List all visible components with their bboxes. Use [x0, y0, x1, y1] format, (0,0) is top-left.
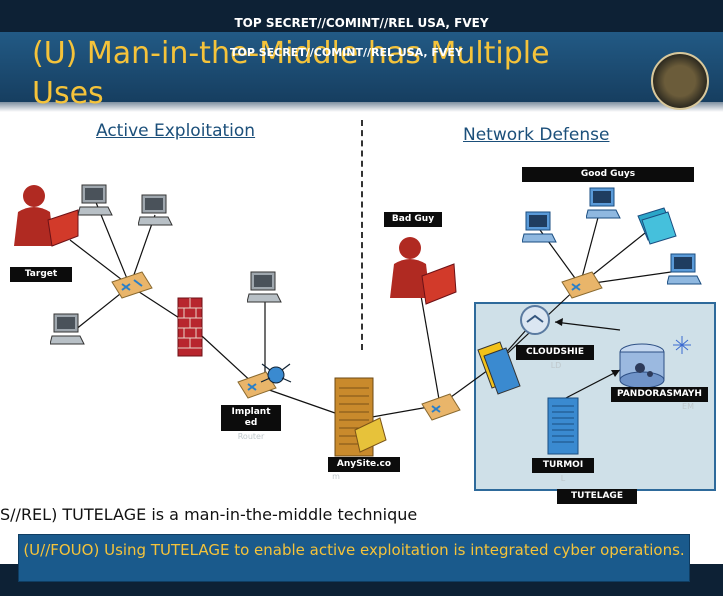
bottom-banner: (U//FOUO) Using TUTELAGE to enable activ…	[18, 534, 690, 582]
anysite-label: AnySite.co	[328, 457, 400, 472]
link-target-switch	[69, 239, 131, 287]
computer-icon	[247, 271, 282, 303]
turmoil-label: TURMOI	[532, 458, 594, 473]
slide-title: (U) Man-in-the-Middle has Multiple Uses	[32, 36, 550, 111]
agency-seal-icon	[651, 52, 709, 110]
bad-guy-label: Bad Guy	[384, 212, 442, 227]
implanted-router-ghost: Router	[237, 432, 265, 441]
tutelage-appliance-icon	[477, 341, 521, 395]
left-heading: Active Exploitation	[96, 121, 256, 141]
arrow-to-cloudshield	[555, 318, 563, 326]
section-divider	[361, 120, 363, 350]
pandorasmayhem-ghost: EM	[682, 402, 694, 411]
computer-icon	[522, 211, 557, 243]
classification-top: TOP SECRET//COMINT//REL USA, FVEY	[234, 16, 489, 30]
right-heading: Network Defense	[463, 125, 610, 145]
anysite-server-icon	[334, 377, 387, 457]
pandorasmayhem-label: PANDORASMAYH	[611, 387, 708, 402]
turmoil-server-icon	[547, 397, 579, 455]
target-person-icon	[14, 185, 79, 247]
computer-icon	[138, 194, 173, 226]
cloudshield-ghost: LD	[550, 361, 562, 370]
firewall-icon	[177, 297, 203, 357]
switch-router-icon	[237, 371, 277, 399]
computer-icon	[78, 184, 113, 216]
tutelage-label: TUTELAGE	[557, 489, 637, 504]
switch-middle-icon	[421, 393, 461, 421]
link-good-pc2	[579, 209, 601, 286]
cloudshield-icon	[520, 305, 550, 335]
server-stack-icon	[637, 207, 677, 245]
title-band	[0, 32, 723, 102]
cloudshield-label: CLOUDSHIE	[516, 345, 594, 360]
pandorasmayhem-database-icon	[619, 336, 691, 389]
arrow-to-pandora	[611, 370, 620, 377]
title-band-shadow	[0, 102, 723, 112]
classification-overlay: TOP SECRET//COMINT//REL USA, FVEY	[230, 46, 463, 59]
implanted-router-label: Implant ed	[221, 405, 281, 431]
good-guys-label: Good Guys	[522, 167, 694, 182]
computer-icon	[667, 253, 702, 285]
switch-left-icon	[111, 271, 153, 299]
link-pandora-cloudshield	[554, 321, 621, 331]
computer-icon	[50, 313, 85, 345]
anysite-ghost: m	[332, 472, 340, 481]
body-text: S//REL) TUTELAGE is a man-in-the-middle …	[0, 505, 418, 524]
link-turmoil-pandora	[561, 369, 621, 401]
target-label: Target	[10, 267, 72, 282]
link-badguy-switch	[419, 289, 441, 406]
computer-icon	[586, 187, 621, 219]
classification-bar	[0, 0, 723, 32]
turmoil-ghost: L	[560, 474, 566, 483]
implant-spider-icon	[260, 363, 292, 384]
switch-goodguys-icon	[561, 271, 603, 299]
bad-guy-person-icon	[390, 237, 457, 305]
